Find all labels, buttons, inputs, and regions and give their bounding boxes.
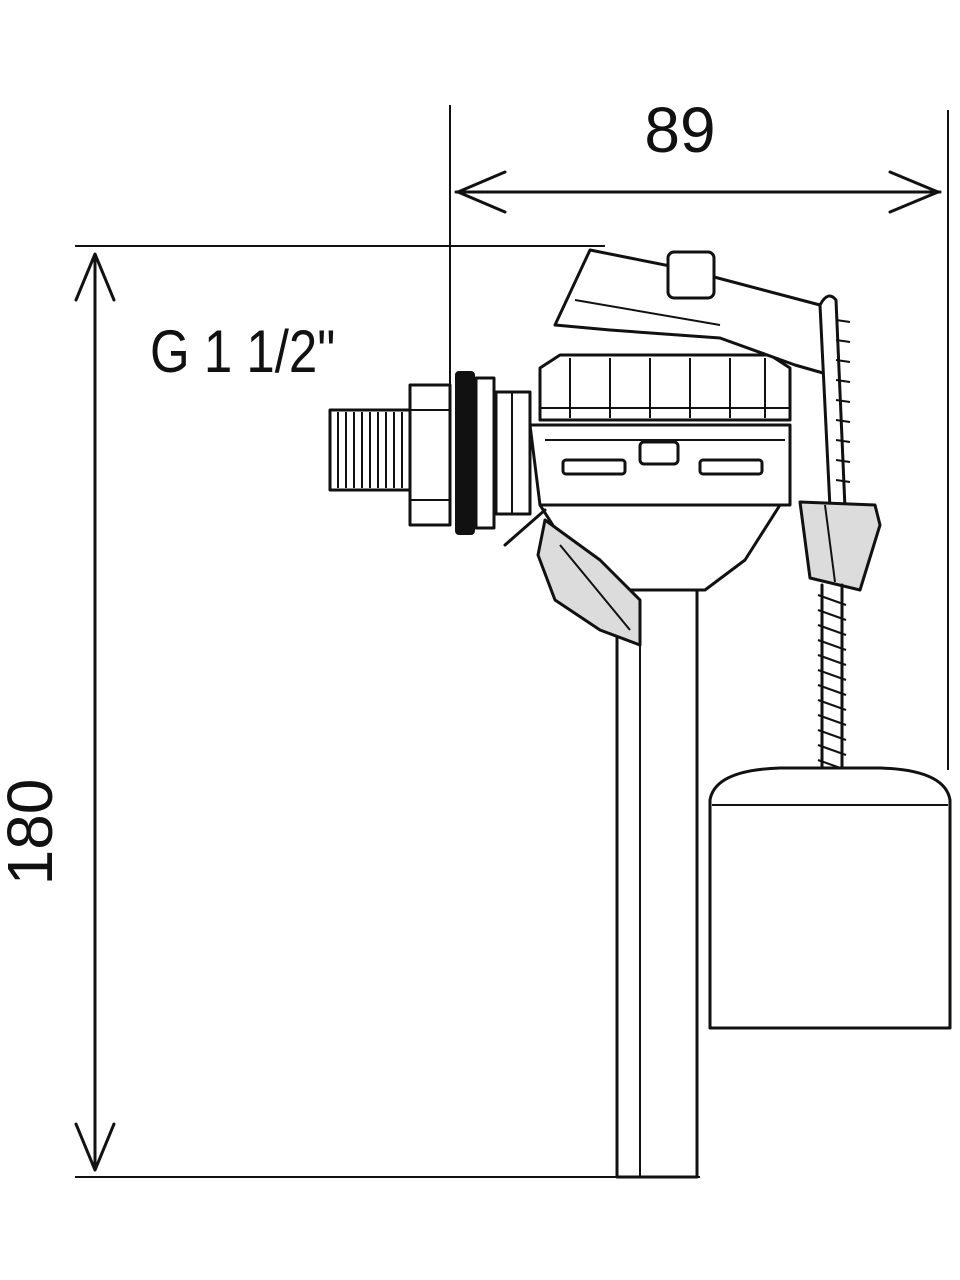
float-cup (708, 766, 952, 1030)
valve-cap (538, 353, 792, 422)
float-clip (798, 500, 882, 592)
adjust-rod-top (818, 294, 847, 510)
thread-size-label: G 1 1/2" (150, 318, 335, 385)
inlet-nut (408, 383, 452, 527)
float-rod-coil (817, 583, 847, 774)
sealing-washer (455, 371, 475, 535)
width-dimension: 89 (449, 94, 949, 770)
outlet-spout (536, 518, 642, 647)
body-slot-right (698, 458, 764, 476)
height-arrow-bottom (74, 1122, 116, 1172)
height-dimension: 180 (0, 245, 700, 1178)
inlet-pin (503, 508, 547, 547)
width-arrow-right (888, 170, 940, 214)
float-clip-line (824, 504, 836, 583)
shank-threads (337, 412, 403, 488)
body-slot-left (561, 458, 627, 476)
washer-inner-ring (474, 376, 496, 530)
height-label: 180 (0, 779, 66, 886)
width-arrow-left (456, 170, 507, 214)
outlet-spout-edge (559, 544, 631, 631)
width-label: 89 (644, 94, 715, 166)
lever-edge-line (574, 299, 721, 326)
fill-valve (328, 248, 952, 1179)
rod-teeth-upper (835, 319, 851, 483)
lever-knob (666, 250, 716, 300)
height-arrow-top (74, 252, 116, 302)
riser-tube (615, 586, 699, 1179)
body-slot-center (638, 440, 680, 466)
